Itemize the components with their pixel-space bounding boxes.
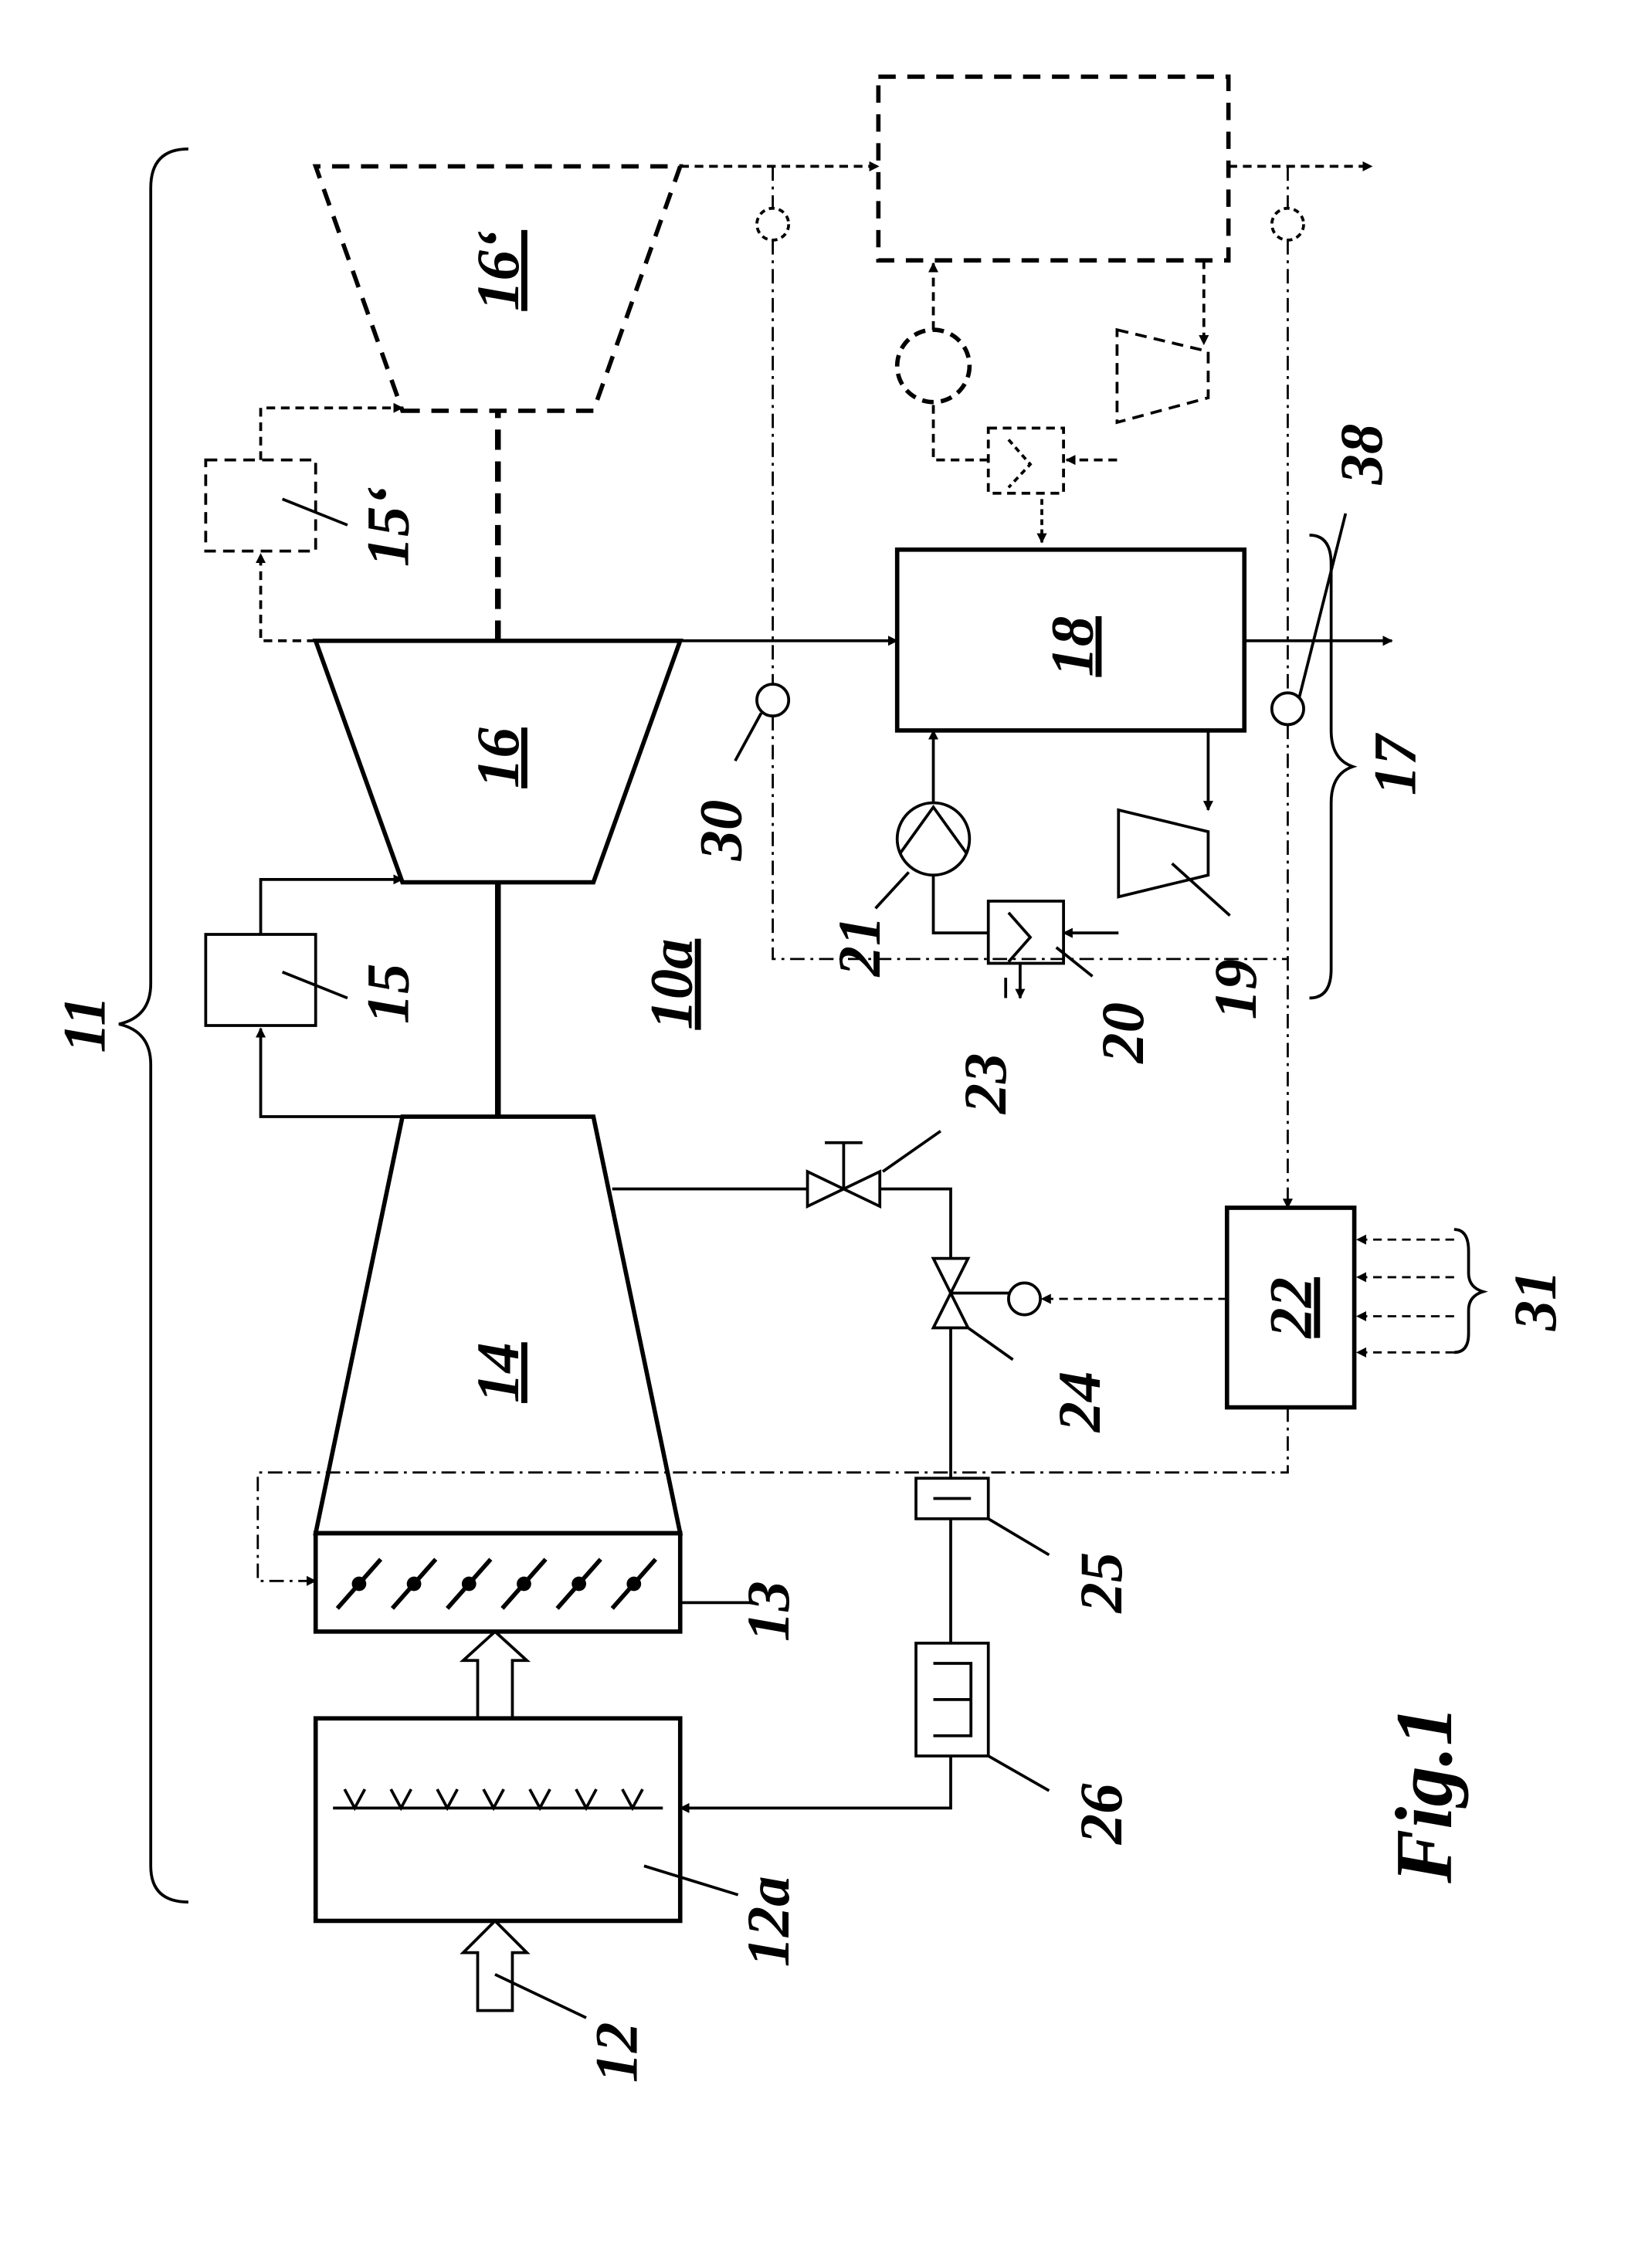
filter-26-internals xyxy=(934,1663,972,1736)
steam-turbine-2-dashed xyxy=(1117,330,1208,422)
condenser-coil xyxy=(1009,913,1030,962)
label-22: 22 xyxy=(1257,1277,1324,1339)
leader-19 xyxy=(1172,863,1230,915)
combustor-to-turbine-line xyxy=(261,880,403,934)
leader-24 xyxy=(968,1327,1012,1359)
condenser-2-dashed xyxy=(989,428,1063,493)
inlet-air-arrow xyxy=(463,1921,527,2010)
sensor-30 xyxy=(757,684,789,716)
brace-17 xyxy=(1310,535,1353,998)
reheat-to-turbine2-line xyxy=(261,408,403,459)
pump-2-dashed xyxy=(897,330,970,402)
pump-symbol xyxy=(900,807,966,853)
label-21: 21 xyxy=(826,916,894,978)
label-30: 30 xyxy=(687,800,755,862)
leader-21 xyxy=(876,872,909,908)
controller-inputs-31 xyxy=(1357,1239,1453,1352)
label-25: 25 xyxy=(1068,1552,1135,1614)
label-20: 20 xyxy=(1090,1002,1157,1064)
sensor-38 xyxy=(1272,693,1304,724)
compressor-14 xyxy=(316,1117,680,1533)
leader-26 xyxy=(989,1756,1050,1791)
condenser2-to-pump2 xyxy=(934,405,989,459)
labels: 11 12 12a 13 14 15 15‘ 16 16‘ 17 18 19 2… xyxy=(51,230,1569,2083)
label-16-prime: 16‘ xyxy=(465,230,532,311)
inlet-housing-12a xyxy=(316,1718,680,1921)
condenser2-coil xyxy=(1009,439,1030,487)
label-38: 38 xyxy=(1328,424,1396,486)
sensor-30-leader xyxy=(735,713,761,761)
condenser-to-pump xyxy=(934,875,989,933)
label-17: 17 xyxy=(1362,733,1429,795)
label-12: 12 xyxy=(584,2022,651,2083)
turbine-to-reheat-line xyxy=(261,554,316,640)
label-24: 24 xyxy=(1046,1371,1114,1433)
inlet-guide-vanes-13 xyxy=(316,1533,680,1631)
label-18: 18 xyxy=(1040,616,1107,677)
vane-pivots xyxy=(352,1577,642,1592)
leader-25 xyxy=(989,1519,1050,1555)
brace-31 xyxy=(1454,1229,1483,1352)
label-23: 23 xyxy=(952,1053,1019,1115)
sensor-30-dashed xyxy=(757,208,789,240)
hrsg-2-dashed xyxy=(878,76,1228,260)
label-12a: 12a xyxy=(735,1876,802,1967)
label-26: 26 xyxy=(1068,1783,1135,1845)
leader-12a xyxy=(644,1866,738,1894)
brace-11 xyxy=(119,149,188,1902)
figure-caption: Fig.1 xyxy=(1379,1706,1469,1884)
label-15-prime: 15‘ xyxy=(355,486,422,567)
label-10a: 10a xyxy=(639,939,706,1030)
valve-24-actuator xyxy=(1009,1283,1040,1314)
sensor-38-dashed xyxy=(1272,208,1304,240)
label-31: 31 xyxy=(1502,1270,1569,1332)
line-26-to-spray xyxy=(680,1756,951,1808)
label-11: 11 xyxy=(51,995,118,1053)
sensor-30-signal-line xyxy=(773,166,1288,958)
label-15: 15 xyxy=(355,963,422,1024)
line-23-to-24 xyxy=(880,1189,951,1259)
air-flow-arrow xyxy=(463,1632,527,1718)
label-19: 19 xyxy=(1202,959,1270,1020)
pump-21 xyxy=(897,803,970,876)
leader-23 xyxy=(883,1131,941,1171)
guide-vanes xyxy=(337,1559,656,1609)
label-14: 14 xyxy=(465,1342,532,1403)
label-13: 13 xyxy=(735,1581,802,1642)
label-16: 16 xyxy=(465,727,532,788)
spray-nozzles xyxy=(344,1789,643,1808)
compressor-to-combustor-line xyxy=(261,1029,403,1117)
